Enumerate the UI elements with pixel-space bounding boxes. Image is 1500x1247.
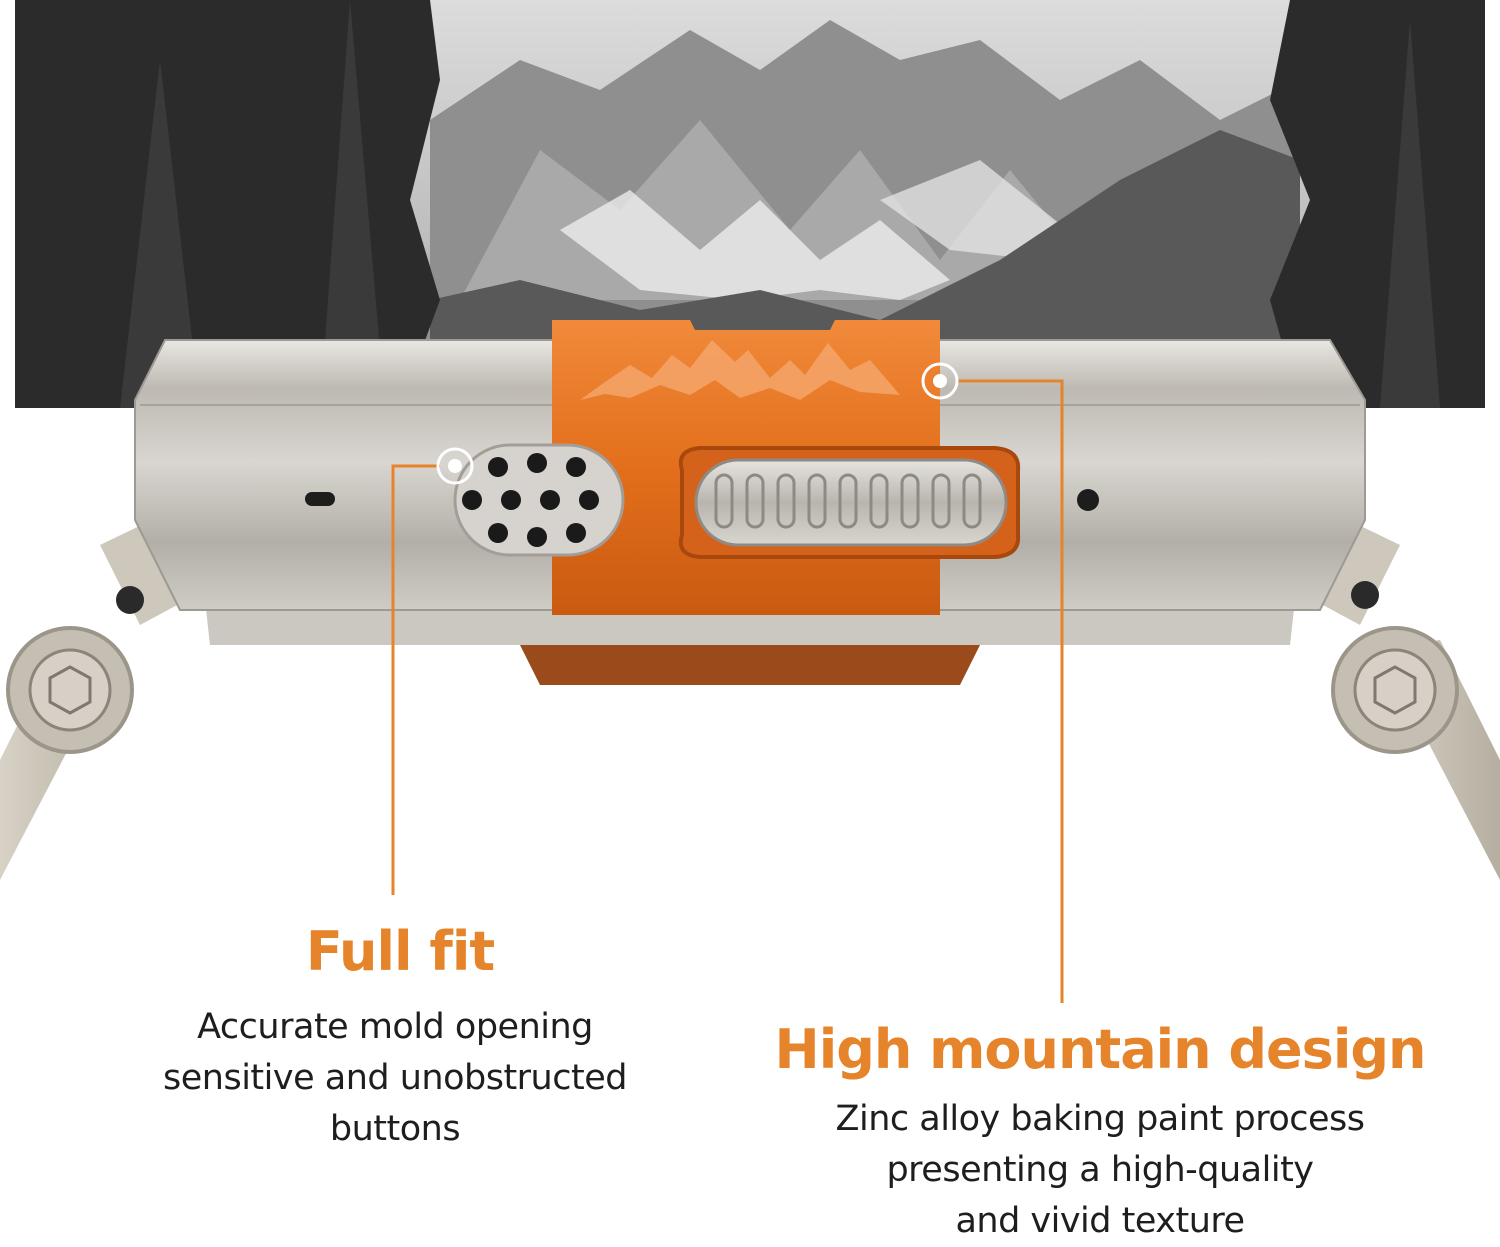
mountain-engraving (580, 340, 900, 400)
side-button (694, 458, 1008, 547)
full-fit-line-2: sensitive and unobstructed (163, 1058, 627, 1098)
full-fit-description: Accurate mold opening sensitive and unob… (95, 1002, 695, 1155)
callout-full-fit (391, 447, 474, 895)
full-fit-title: Full fit (305, 920, 495, 983)
full-fit-line-3: buttons (329, 1109, 461, 1149)
mountain-design-title: High mountain design (774, 1018, 1427, 1081)
callout-mountain-design (921, 362, 1064, 1003)
speaker-grill (453, 443, 625, 557)
mountain-design-line-1: Zinc alloy baking paint process (835, 1099, 1366, 1139)
mountain-design-line-2: presenting a high-quality (886, 1150, 1314, 1190)
mountain-design-line-3: and vivid texture (955, 1201, 1245, 1241)
mountain-background (15, 0, 1485, 408)
mountain-design-description: Zinc alloy baking paint process presenti… (760, 1094, 1440, 1247)
full-fit-line-1: Accurate mold opening (197, 1007, 593, 1047)
